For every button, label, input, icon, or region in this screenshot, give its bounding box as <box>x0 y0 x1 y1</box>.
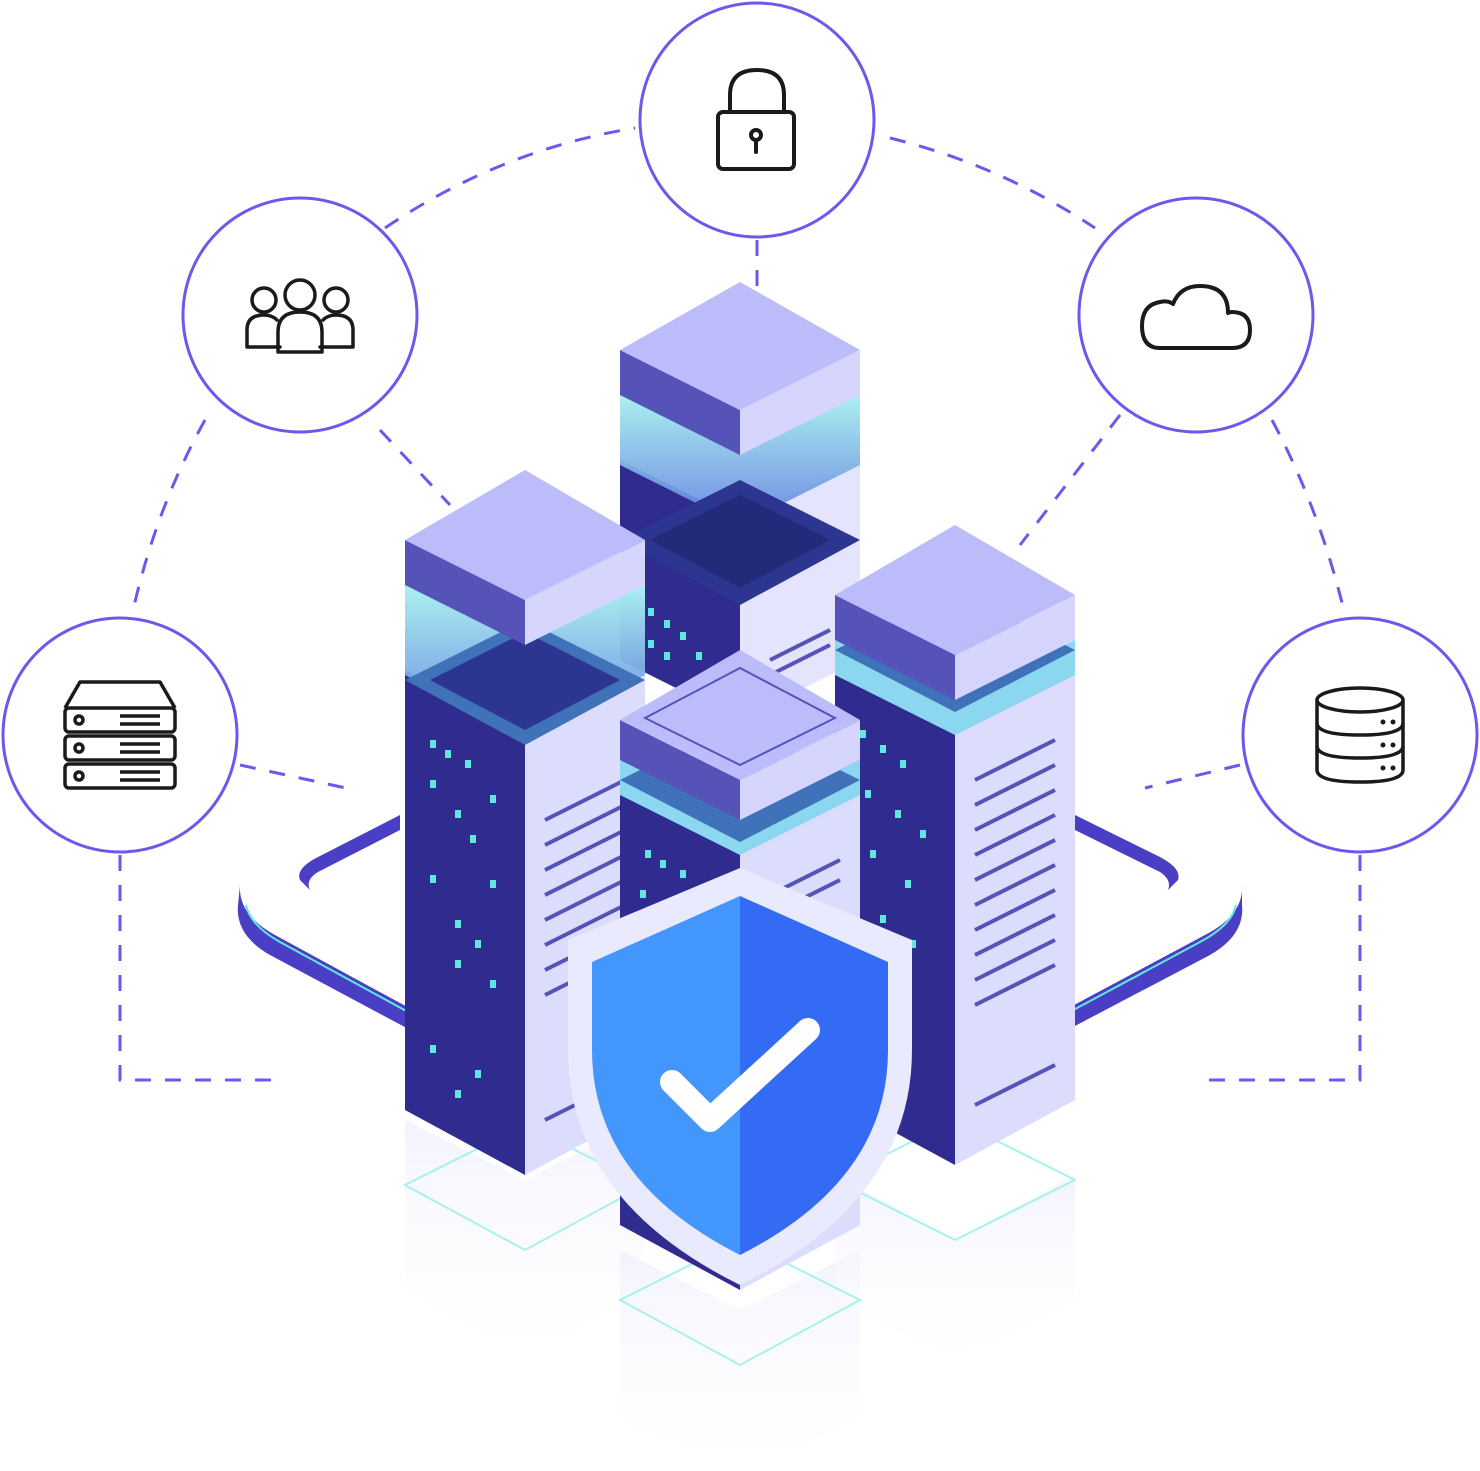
tower-back <box>620 282 860 720</box>
tower-reflections <box>402 1118 1078 1471</box>
node-storage <box>1241 616 1479 854</box>
node-servers <box>1 616 239 854</box>
shield-check-icon <box>568 868 912 1285</box>
connector-db-left <box>1144 763 1241 790</box>
dashed-connectors <box>118 126 1362 1082</box>
connector-arc-right-top <box>889 136 1096 230</box>
connector-cloud-down <box>1018 414 1122 546</box>
node-security <box>638 1 876 239</box>
connector-arc-left-top <box>384 126 636 230</box>
node-cloud <box>1077 196 1315 434</box>
connector-arc-right <box>1270 419 1347 616</box>
server-rack-icon <box>63 680 177 790</box>
connector-arc-left <box>130 419 207 616</box>
padlock-icon <box>716 68 796 171</box>
cloud-icon <box>1140 284 1252 350</box>
connector-team-down <box>378 428 452 507</box>
connector-db-elbow <box>1205 855 1362 1082</box>
people-icon <box>245 278 355 354</box>
connector-server-elbow <box>118 855 275 1082</box>
node-team <box>181 196 419 434</box>
database-icon <box>1315 686 1405 784</box>
connector-server-right <box>239 763 356 792</box>
